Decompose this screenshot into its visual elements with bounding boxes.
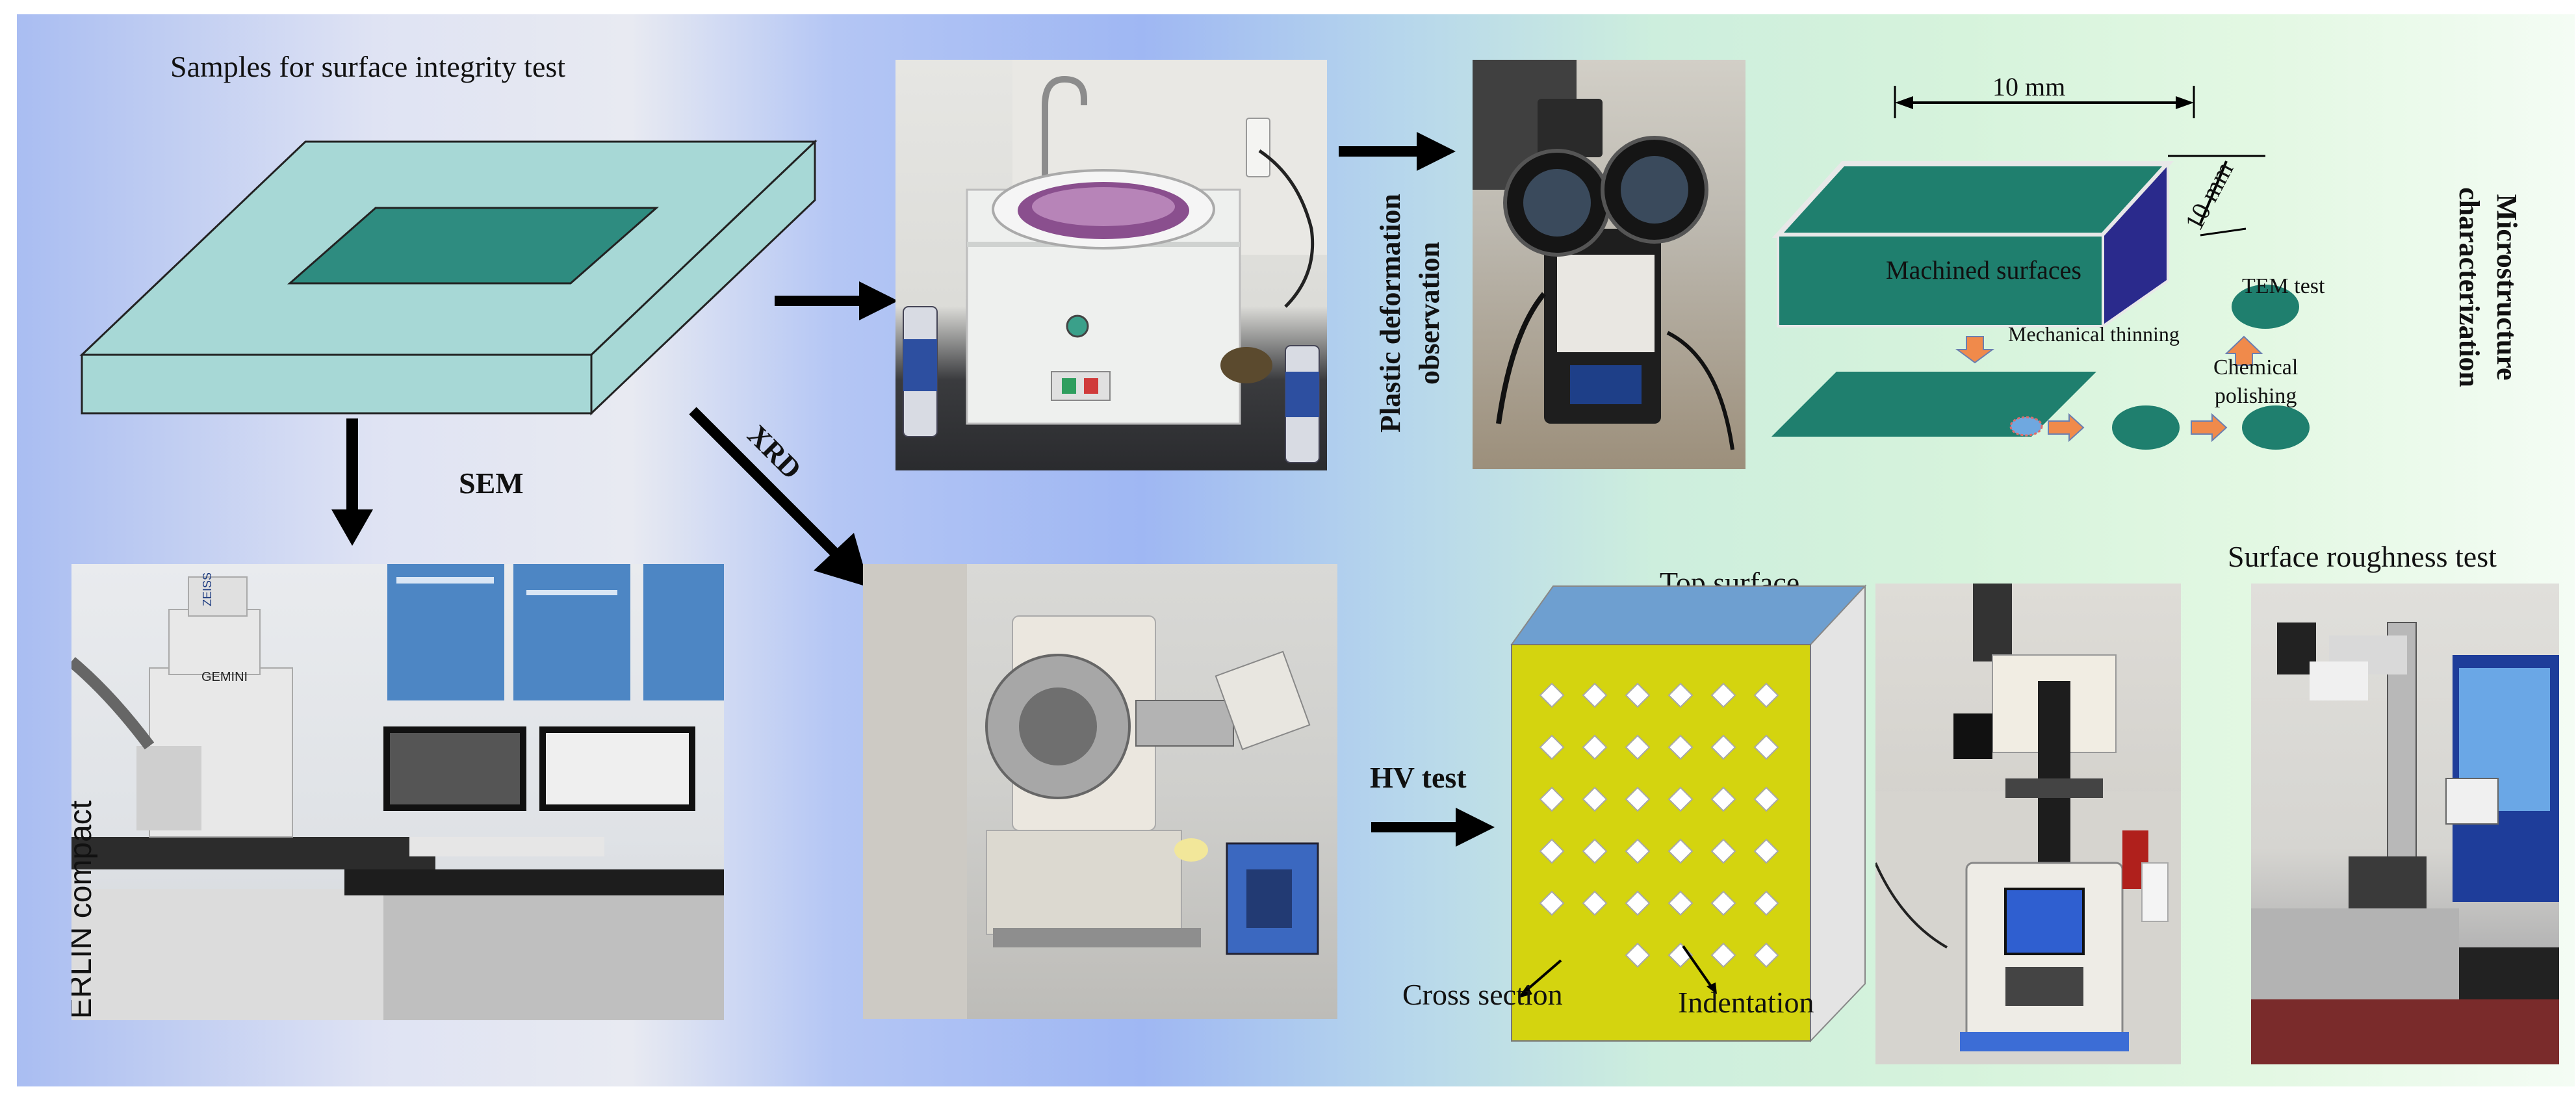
orange-arrow-icon	[1955, 336, 1995, 364]
indentation-mark	[1625, 786, 1651, 812]
indentation-mark	[1753, 890, 1779, 916]
sample-inset-area	[287, 207, 659, 285]
microstructure-line2: characterization	[2453, 187, 2485, 387]
hardness-test-block	[1510, 584, 1867, 1043]
mechanical-thinning-label: Mechanical thinning	[2008, 322, 2180, 346]
electropolishing-machine-photo	[895, 60, 1327, 470]
surface-roughness-label: Surface roughness test	[2228, 540, 2497, 573]
vickers-hardness-tester-photo	[1875, 584, 2181, 1064]
indentation-mark	[1539, 838, 1565, 864]
indentation-mark	[1582, 734, 1608, 760]
indentation-mark	[1625, 734, 1651, 760]
indentation-mark	[1710, 838, 1736, 864]
right-arrow-icon	[775, 281, 898, 320]
optical-microscope-photo	[1473, 60, 1745, 469]
indentation-mark	[1582, 682, 1608, 708]
indentation-mark	[1710, 734, 1736, 760]
orange-arrow-icon	[2048, 413, 2085, 443]
indentation-mark	[1668, 890, 1694, 916]
indentation-mark	[1753, 942, 1779, 968]
cross-section-label: Cross section	[1402, 978, 1563, 1011]
indentation-mark	[1625, 890, 1651, 916]
chemical-polishing-label: Chemical polishing	[2213, 353, 2298, 411]
microstructure-line1: Microstructure	[2491, 194, 2523, 381]
indentation-mark	[1539, 890, 1565, 916]
down-arrow-icon	[331, 418, 373, 546]
orange-arrow-icon	[2224, 335, 2263, 366]
right-arrow-icon	[1339, 132, 1456, 171]
orange-arrow-icon	[2191, 413, 2228, 443]
plastic-deformation-label: Plastic deformation observation	[1371, 164, 1449, 463]
indentation-mark	[1668, 838, 1694, 864]
sem-label: SEM	[459, 467, 524, 500]
dimension-width-label: 10 mm	[1992, 72, 2066, 101]
indentation-mark	[1753, 734, 1779, 760]
indentation-mark	[1582, 890, 1608, 916]
indentation-mark	[1710, 890, 1736, 916]
indentation-grid	[1539, 682, 1779, 968]
microstructure-label: Microstructure characterization	[2450, 151, 2525, 424]
indentation-mark	[1668, 734, 1694, 760]
indentation-mark	[1753, 682, 1779, 708]
surface-roughness-tester-photo	[2251, 584, 2559, 1064]
indentation-mark	[1539, 682, 1565, 708]
xrd-diffractometer-photo	[863, 564, 1337, 1019]
samples-title: Samples for surface integrity test	[170, 50, 566, 83]
indentation-mark	[1625, 682, 1651, 708]
plastic-deformation-line2: observation	[1413, 242, 1445, 385]
machined-surfaces-label: Machined surfaces	[1886, 255, 2081, 285]
indentation-label: Indentation	[1678, 986, 1814, 1019]
plastic-deformation-line1: Plastic deformation	[1374, 194, 1406, 433]
sem-instrument-photo: ZEISS GEMINI ERLIN compact	[71, 564, 724, 1020]
sem-brand-logo: ZEISS	[201, 572, 214, 606]
indentation-mark	[1710, 682, 1736, 708]
right-arrow-icon	[1371, 808, 1495, 847]
chemical-polishing-line1: Chemical	[2213, 355, 2299, 379]
indentation-mark	[1753, 786, 1779, 812]
indentation-mark	[1625, 942, 1651, 968]
indentation-mark	[1582, 838, 1608, 864]
chemical-polishing-line2: polishing	[2214, 384, 2297, 408]
tem-sample-block	[1771, 86, 2310, 450]
hv-test-label: HV test	[1370, 761, 1467, 794]
indentation-mark	[1539, 734, 1565, 760]
diagonal-arrow-icon	[689, 407, 869, 587]
indentation-mark	[1539, 786, 1565, 812]
indentation-mark	[1625, 838, 1651, 864]
sample-plate	[79, 139, 818, 416]
indentation-mark	[1582, 786, 1608, 812]
sem-model-text: GEMINI	[201, 670, 248, 684]
indentation-mark	[1710, 786, 1736, 812]
indentation-mark	[1710, 942, 1736, 968]
indentation-mark	[1753, 838, 1779, 864]
tem-test-label: TEM test	[2242, 274, 2325, 298]
indentation-mark	[1668, 682, 1694, 708]
diagram-canvas: Samples for surface integrity test SEM X…	[17, 14, 2575, 1086]
sem-cabinet-text: ERLIN compact	[71, 801, 98, 1019]
indentation-mark	[1668, 786, 1694, 812]
